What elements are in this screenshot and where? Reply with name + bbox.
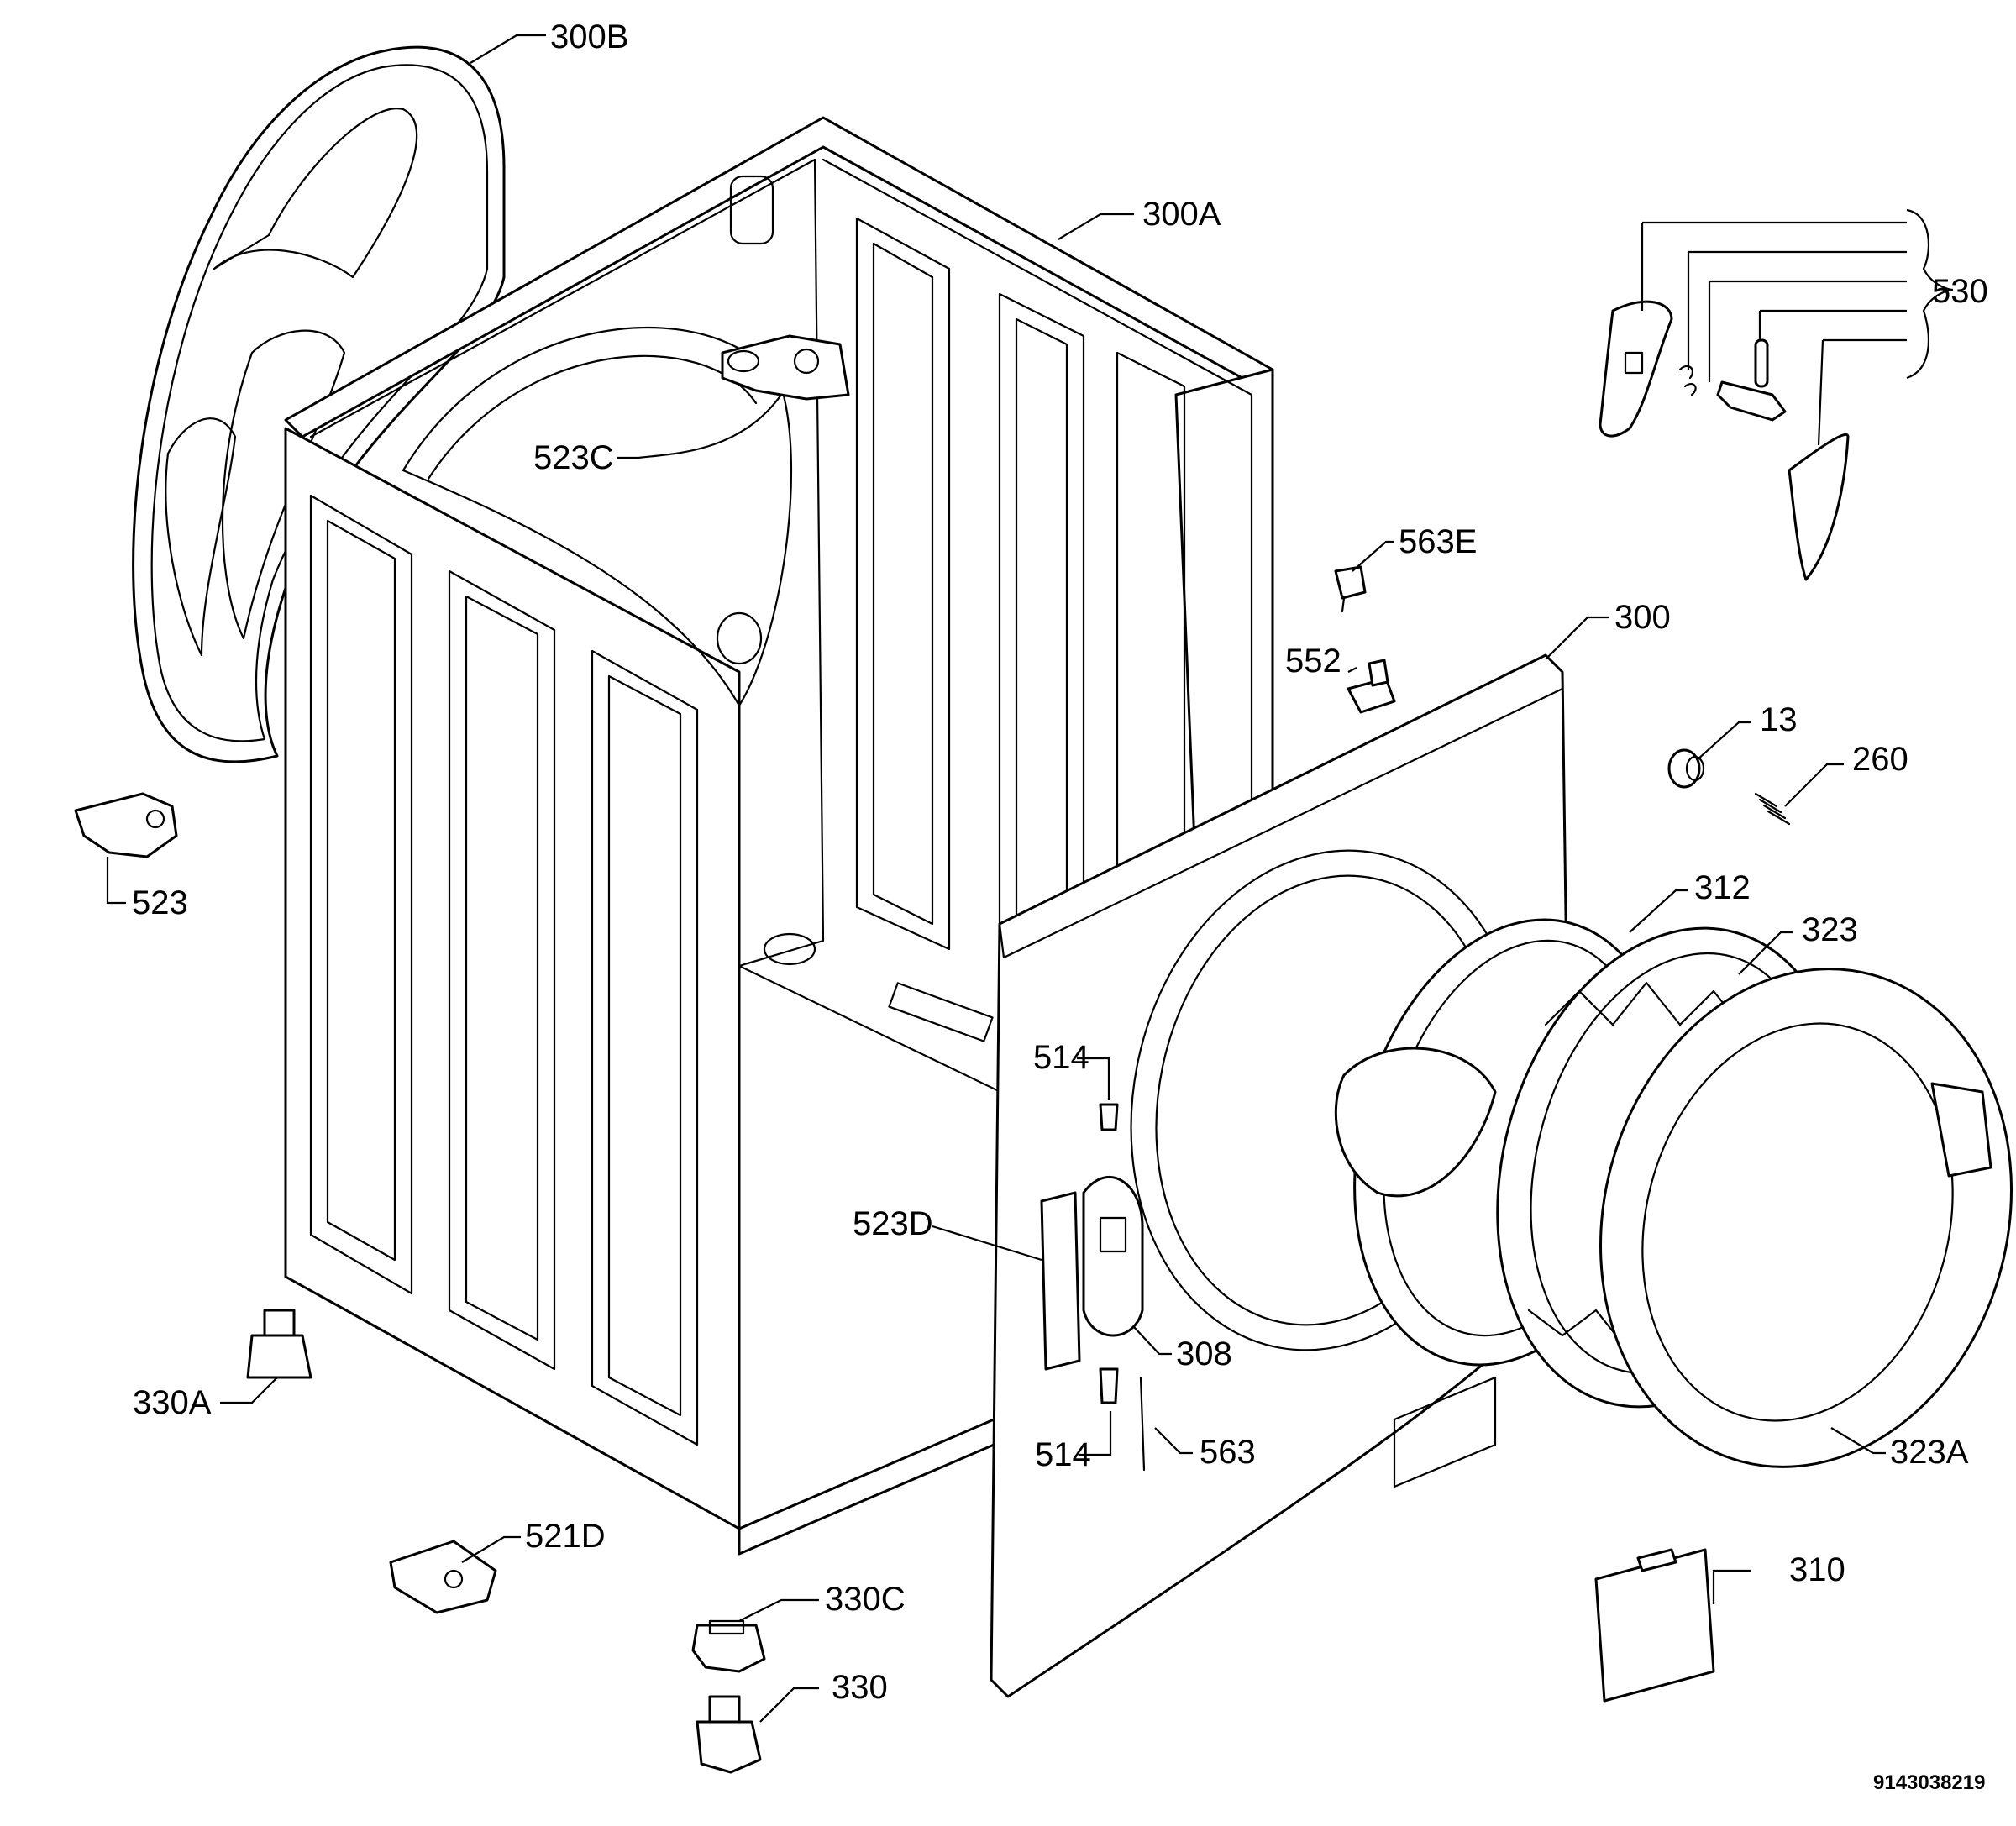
leader-13 (1696, 721, 1751, 761)
leader-300B (470, 34, 546, 64)
callout-330A: 330A (133, 1384, 212, 1421)
callout-323: 323 (1802, 911, 1858, 948)
callout-552: 552 (1285, 643, 1341, 680)
callout-300A: 300A (1142, 196, 1221, 233)
leader-552 (1347, 667, 1357, 673)
part-514-pin-top (1099, 1103, 1119, 1131)
callout-514-top: 514 (1033, 1039, 1089, 1076)
leader-310 (1712, 1569, 1751, 1604)
part-514-pin-bottom (1099, 1367, 1119, 1404)
leader-330C (738, 1598, 819, 1622)
callout-300B: 300B (550, 18, 628, 55)
callout-563: 563 (1200, 1434, 1256, 1471)
part-521D-base-plate (389, 1540, 497, 1614)
leader-300A (1058, 213, 1134, 240)
part-530-handle-assembly (1599, 208, 1954, 581)
callout-523: 523 (132, 884, 188, 921)
callout-563E: 563E (1399, 523, 1477, 560)
part-260-spring (1754, 792, 1791, 826)
part-563E-sensor (1334, 565, 1367, 613)
part-563-rod (1139, 1376, 1146, 1472)
callout-530: 530 (1932, 273, 1988, 310)
drawing-number: 9143038219 (1873, 1771, 1985, 1794)
part-308-door-hinge (1082, 1176, 1144, 1337)
part-323A-outer-door-ring (1599, 968, 2013, 1468)
leader-523D (932, 1225, 1042, 1262)
part-552-switch (1347, 659, 1396, 714)
part-523D-lock-plate (1040, 1191, 1081, 1371)
part-310-service-lid (1594, 1548, 1715, 1703)
part-523-hinge-bracket (74, 792, 178, 858)
leader-514a (1077, 1057, 1110, 1100)
leader-330A (220, 1377, 278, 1404)
part-330C-foot (691, 1619, 766, 1673)
leader-312 (1629, 889, 1688, 933)
leader-523C (617, 394, 782, 459)
callout-523C: 523C (533, 439, 614, 476)
leader-260 (1784, 763, 1844, 807)
leader-lines (106, 34, 1886, 1723)
leader-323A (1830, 1427, 1886, 1455)
part-330-foot (696, 1695, 762, 1774)
callout-523D: 523D (853, 1205, 933, 1242)
part-330A-foot (246, 1309, 312, 1379)
callout-13: 13 (1760, 701, 1798, 738)
part-523C-bracket (721, 334, 850, 401)
leader-514b (1079, 1411, 1112, 1456)
leader-330 (759, 1687, 819, 1723)
leader-563 (1154, 1427, 1193, 1455)
callout-labels: 300B 300A 530 523C 563E 300 552 13 260 5… (132, 18, 1988, 1706)
callout-300: 300 (1614, 599, 1671, 636)
callout-312: 312 (1694, 869, 1751, 906)
callout-260: 260 (1852, 741, 1908, 778)
callout-330C: 330C (825, 1581, 906, 1618)
callout-514-bottom: 514 (1035, 1436, 1091, 1473)
callout-308: 308 (1176, 1335, 1232, 1372)
part-13-bushing (1667, 748, 1705, 789)
leader-563E (1352, 540, 1394, 572)
callout-310: 310 (1789, 1551, 1845, 1588)
leader-308 (1133, 1326, 1172, 1356)
callout-521D: 521D (525, 1518, 606, 1555)
callout-330: 330 (832, 1669, 888, 1706)
leader-323 (1738, 931, 1793, 975)
leader-523 (106, 857, 126, 905)
leader-521D (461, 1535, 521, 1563)
leader-300 (1545, 616, 1609, 660)
callout-323A: 323A (1890, 1434, 1969, 1471)
